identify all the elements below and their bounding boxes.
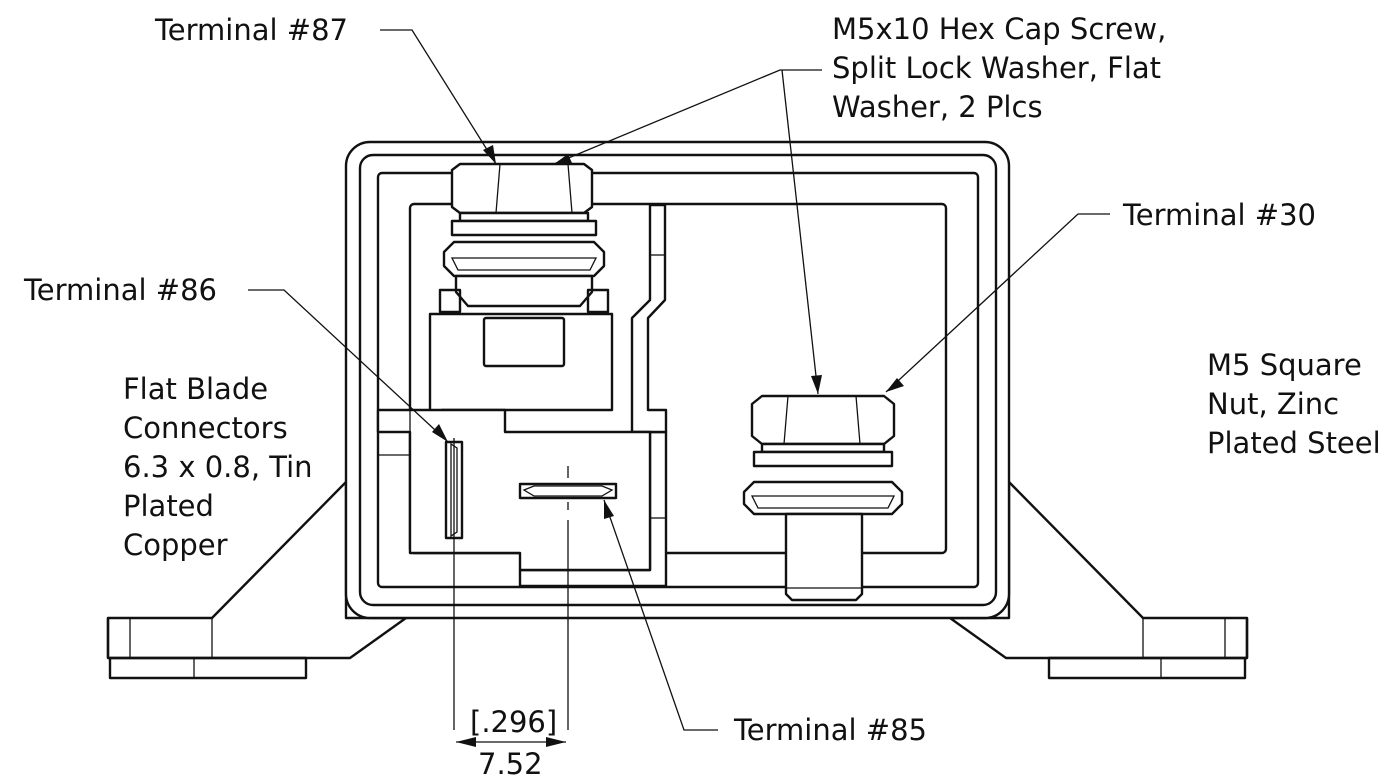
dimension-inch-label: [.296] <box>470 705 558 739</box>
centerlines <box>453 438 569 730</box>
hex-cap-screw-label: M5x10 Hex Cap Screw, Split Lock Washer, … <box>832 12 1167 124</box>
dimension-line <box>456 737 566 747</box>
terminal-30-screw <box>742 394 904 602</box>
flat-blade-terminal-85 <box>518 482 618 500</box>
terminal-30-label: Terminal #30 <box>1123 198 1316 232</box>
terminal-87-label: Terminal #87 <box>155 13 348 47</box>
dimension-mm-label: 7.52 <box>478 747 543 781</box>
square-nut-label: M5 Square Nut, Zinc Plated Steel <box>1207 348 1381 460</box>
terminal-86-label: Terminal #86 <box>24 273 217 307</box>
terminal-85-label: Terminal #85 <box>734 713 927 747</box>
flat-blade-connectors-label: Flat Blade Connectors 6.3 x 0.8, Tin Pla… <box>123 372 313 562</box>
terminal-87-screw <box>438 162 610 314</box>
leader-lines <box>248 29 1110 731</box>
